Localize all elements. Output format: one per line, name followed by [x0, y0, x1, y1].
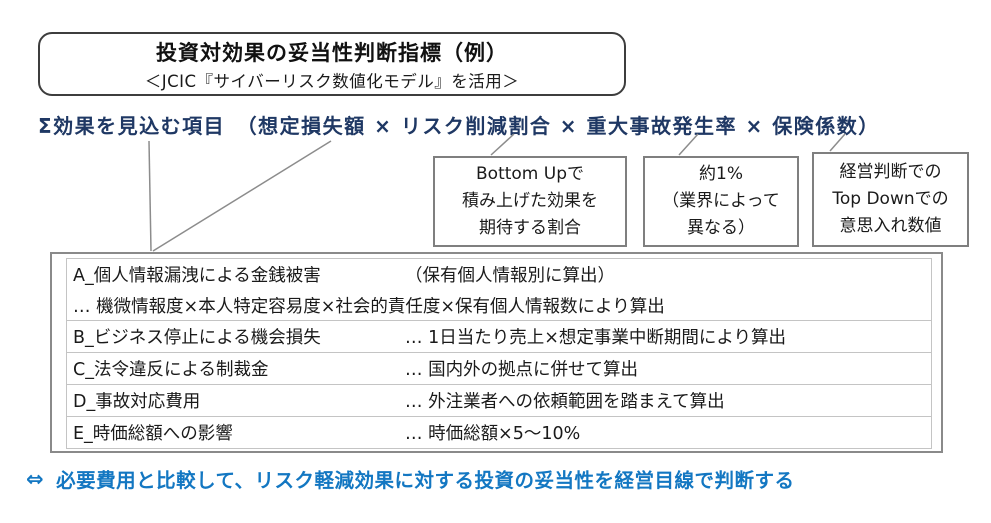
annotation-line: 経営判断での	[839, 162, 942, 182]
annotation-line: 意思入れ数値	[839, 216, 942, 236]
table-row: A_個人情報漏洩による金銭被害 （保有個人情報別に算出） … 機微情報度×本人特…	[66, 258, 932, 321]
row-desc: … 1日当たり売上×想定事業中断期間により算出	[405, 328, 787, 348]
page-title: 投資対効果の妥当性判断指標（例）	[156, 40, 508, 65]
table-row: D_事故対応費用 … 外注業者への依頼範囲を踏まえて算出	[66, 384, 932, 417]
row-label: A_個人情報漏洩による金銭被害	[73, 266, 321, 286]
page-subtitle: ＜JCIC『サイバーリスク数値化モデル』を活用＞	[144, 71, 520, 91]
row-desc: … 時価総額×5～10%	[405, 424, 581, 444]
annotation-box-incident-rate: 約1% （業界によって 異なる）	[643, 156, 799, 247]
table-row: B_ビジネス停止による機会損失 … 1日当たり売上×想定事業中断期間により算出	[66, 320, 932, 353]
formula-text: Σ効果を見込む項目 （想定損失額 × リスク削減割合 × 重大事故発生率 × 保…	[38, 114, 880, 138]
row-label: C_法令違反による制裁金	[73, 360, 269, 380]
row-label: D_事故対応費用	[73, 392, 201, 412]
title-box: 投資対効果の妥当性判断指標（例） ＜JCIC『サイバーリスク数値化モデル』を活用…	[38, 32, 626, 96]
row-desc: （保有個人情報別に算出）	[405, 266, 615, 286]
annotation-line: 期待する割合	[479, 218, 581, 238]
table-row: E_時価総額への影響 … 時価総額×5～10%	[66, 416, 932, 449]
table-rows: A_個人情報漏洩による金銭被害 （保有個人情報別に算出） … 機微情報度×本人特…	[66, 258, 932, 449]
row-label: E_時価総額への影響	[73, 424, 233, 444]
annotation-line: 約1%	[699, 164, 743, 184]
loss-items-table: A_個人情報漏洩による金銭被害 （保有個人情報別に算出） … 機微情報度×本人特…	[50, 252, 943, 453]
conclusion-label: 必要費用と比較して、リスク軽減効果に対する投資の妥当性を経営目線で判断する	[56, 469, 795, 492]
row-label: B_ビジネス停止による機会損失	[73, 328, 321, 348]
annotation-line: 異なる）	[687, 218, 755, 238]
annotation-line: （業界によって	[662, 191, 780, 211]
annotation-box-insurance-factor: 経営判断での Top Downでの 意思入れ数値	[812, 152, 969, 247]
row-desc: … 国内外の拠点に併せて算出	[405, 360, 639, 380]
annotation-line: 積み上げた効果を	[462, 191, 598, 211]
annotation-box-risk-reduction-ratio: Bottom Upで 積み上げた効果を 期待する割合	[433, 156, 627, 247]
double-arrow-icon: ⇔	[26, 466, 45, 491]
conclusion-text: ⇔ 必要費用と比較して、リスク軽減効果に対する投資の妥当性を経営目線で判断する	[26, 464, 976, 493]
annotation-line: Top Downでの	[832, 189, 949, 209]
table-row: C_法令違反による制裁金 … 国内外の拠点に併せて算出	[66, 352, 932, 385]
annotation-line: Bottom Upで	[476, 164, 584, 184]
row-desc: … 外注業者への依頼範囲を踏まえて算出	[405, 392, 725, 412]
row-sub-desc: … 機微情報度×本人特定容易度×社会的責任度×保有個人情報数により算出	[73, 297, 665, 317]
